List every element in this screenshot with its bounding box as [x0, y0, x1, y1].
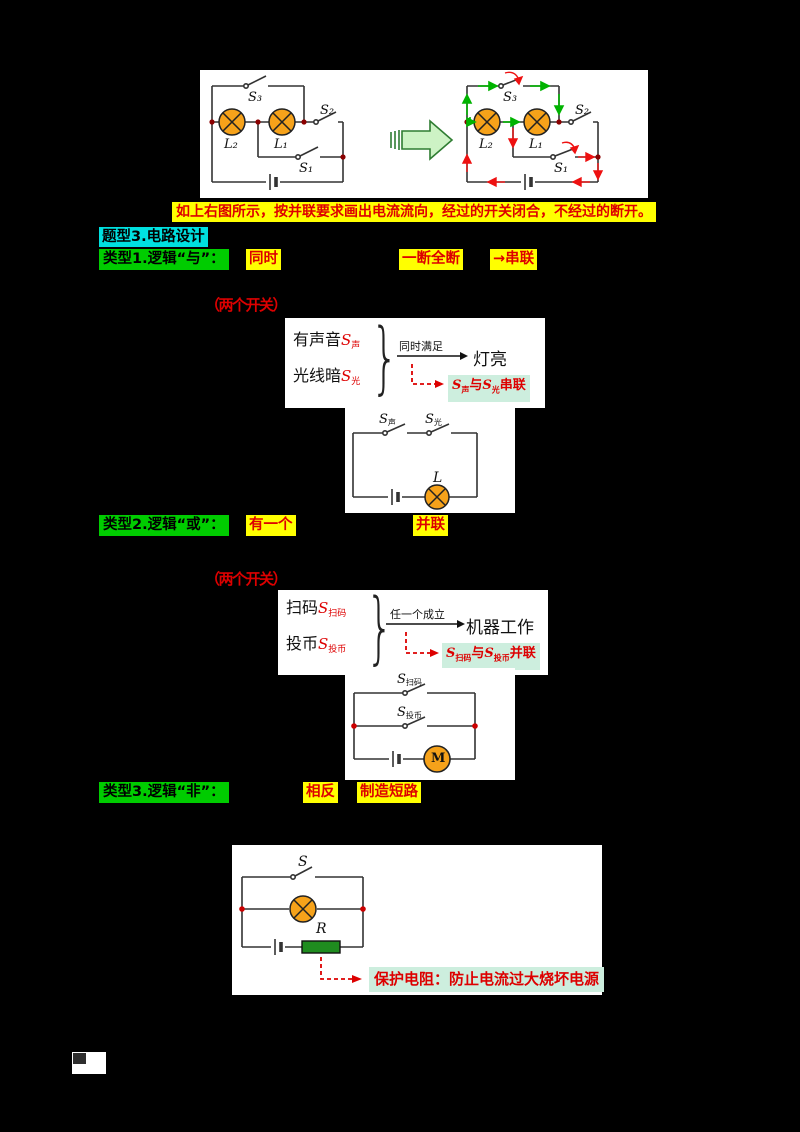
right-circuit-lamps — [473, 108, 551, 136]
type1-highlight-2: 一断全断 — [399, 249, 463, 270]
left-circuit-lamps — [218, 108, 296, 136]
circuit2-motor-label: M — [431, 751, 446, 766]
example1-result: 灯亮 — [473, 350, 507, 370]
type1-label: 类型1.逻辑“与”： — [99, 249, 229, 270]
example2-arrows — [386, 620, 465, 657]
section-title: 题型3.电路设计 — [99, 227, 208, 247]
circuit2-junctions — [351, 723, 478, 729]
example1-panel: 有声音S声 光线暗S光 } 同时满足 灯亮 S声与S光串联 — [285, 318, 545, 408]
type1-note: （两个开关） — [205, 296, 288, 314]
switch-label-s3-left: S₃ — [248, 90, 263, 105]
red-current-arrows — [461, 71, 604, 188]
circuit2-switch1-label: S扫码 — [397, 672, 422, 687]
type2-note: （两个开关） — [205, 570, 288, 588]
circuit1-drawing — [352, 423, 478, 510]
example2-condition-1: 扫码S扫码 — [286, 598, 347, 619]
annotation-arrow — [320, 957, 352, 980]
intro-circuits-drawing — [209, 71, 604, 190]
footer-fragment — [72, 1052, 106, 1074]
circuit2-panel: S扫码 S投币 M — [345, 668, 515, 780]
circuit1-lamp-label: L — [433, 470, 443, 486]
circuit3-resistor — [301, 940, 341, 954]
caption-text: 如上右图所示，按并联要求画出电流流向，经过的开关闭合，不经过的断开。 — [172, 202, 656, 222]
example1-condition-1: 有声音S声 — [293, 330, 361, 351]
example2-panel: 扫码S扫码 投币S投币 } 任一个成立 机器工作 S扫码与S投币并联 — [278, 583, 548, 675]
example1-arrows — [397, 352, 468, 388]
circuit2-switch2-label: S投币 — [397, 705, 422, 720]
switch-label-s1-right: S₁ — [554, 161, 569, 176]
circuit3-drawing — [239, 866, 366, 983]
switch-label-s2-left: S₂ — [320, 103, 335, 118]
type3-highlight-1: 相反 — [303, 782, 338, 803]
block-arrow-icon — [390, 119, 454, 161]
lamp-label-l2-right: L₂ — [479, 137, 493, 152]
type2-highlight-2: 并联 — [413, 515, 448, 536]
circuit3-resistor-label: R — [316, 921, 327, 937]
circuit1-switch2-label: S光 — [425, 412, 442, 427]
lamp-label-l1-right: L₁ — [529, 137, 543, 152]
circuit2-motor — [423, 745, 451, 773]
type3-label: 类型3.逻辑“非”： — [99, 782, 229, 803]
type2-label: 类型2.逻辑“或”： — [99, 515, 229, 536]
switch-label-s2-right: S₂ — [575, 103, 590, 118]
type1-highlight-3: →串联 — [490, 249, 538, 270]
example1-condition-2: 光线暗S光 — [293, 366, 361, 387]
example2-conclusion: S扫码与S投币并联 — [442, 643, 540, 670]
circuit3-junctions — [239, 906, 366, 912]
example2-arrow-label: 任一个成立 — [390, 608, 445, 621]
green-current-arrows — [461, 80, 565, 128]
lamp-label-l1-left: L₁ — [274, 137, 288, 152]
type1-highlight-1: 同时 — [246, 249, 281, 270]
left-circuit-junctions — [209, 119, 346, 160]
switch-label-s3-right: S₃ — [503, 90, 518, 105]
circuit3-switch-label: S — [298, 854, 308, 870]
example2-result: 机器工作 — [466, 618, 534, 638]
left-circuit — [211, 75, 344, 190]
example2-condition-2: 投币S投币 — [286, 634, 347, 655]
example1-arrow-label: 同时满足 — [399, 340, 443, 353]
circuit3-lamp — [289, 895, 317, 923]
intro-circuit-panel: S₃ S₂ S₁ L₂ L₁ S₃ S₂ S₁ L₂ L₁ — [200, 70, 648, 198]
circuit3-annotation: 保护电阻：防止电流过大烧坏电源 — [369, 967, 605, 992]
example1-conclusion: S声与S光串联 — [448, 375, 530, 402]
brace-icon: } — [371, 313, 399, 403]
type3-highlight-2: 制造短路 — [357, 782, 421, 803]
lamp-label-l2-left: L₂ — [224, 137, 238, 152]
footer-mark — [73, 1053, 86, 1064]
circuit2-drawing — [351, 683, 478, 773]
circuit1-panel: S声 S光 L — [345, 408, 515, 513]
brace-icon: } — [366, 583, 394, 673]
circuit3-panel: S R 保护电阻：防止电流过大烧坏电源 — [232, 845, 605, 995]
type2-highlight-1: 有一个 — [246, 515, 296, 536]
circuit1-lamp — [424, 484, 450, 510]
switch-label-s1-left: S₁ — [299, 161, 314, 176]
circuit1-switch1-label: S声 — [379, 412, 396, 427]
